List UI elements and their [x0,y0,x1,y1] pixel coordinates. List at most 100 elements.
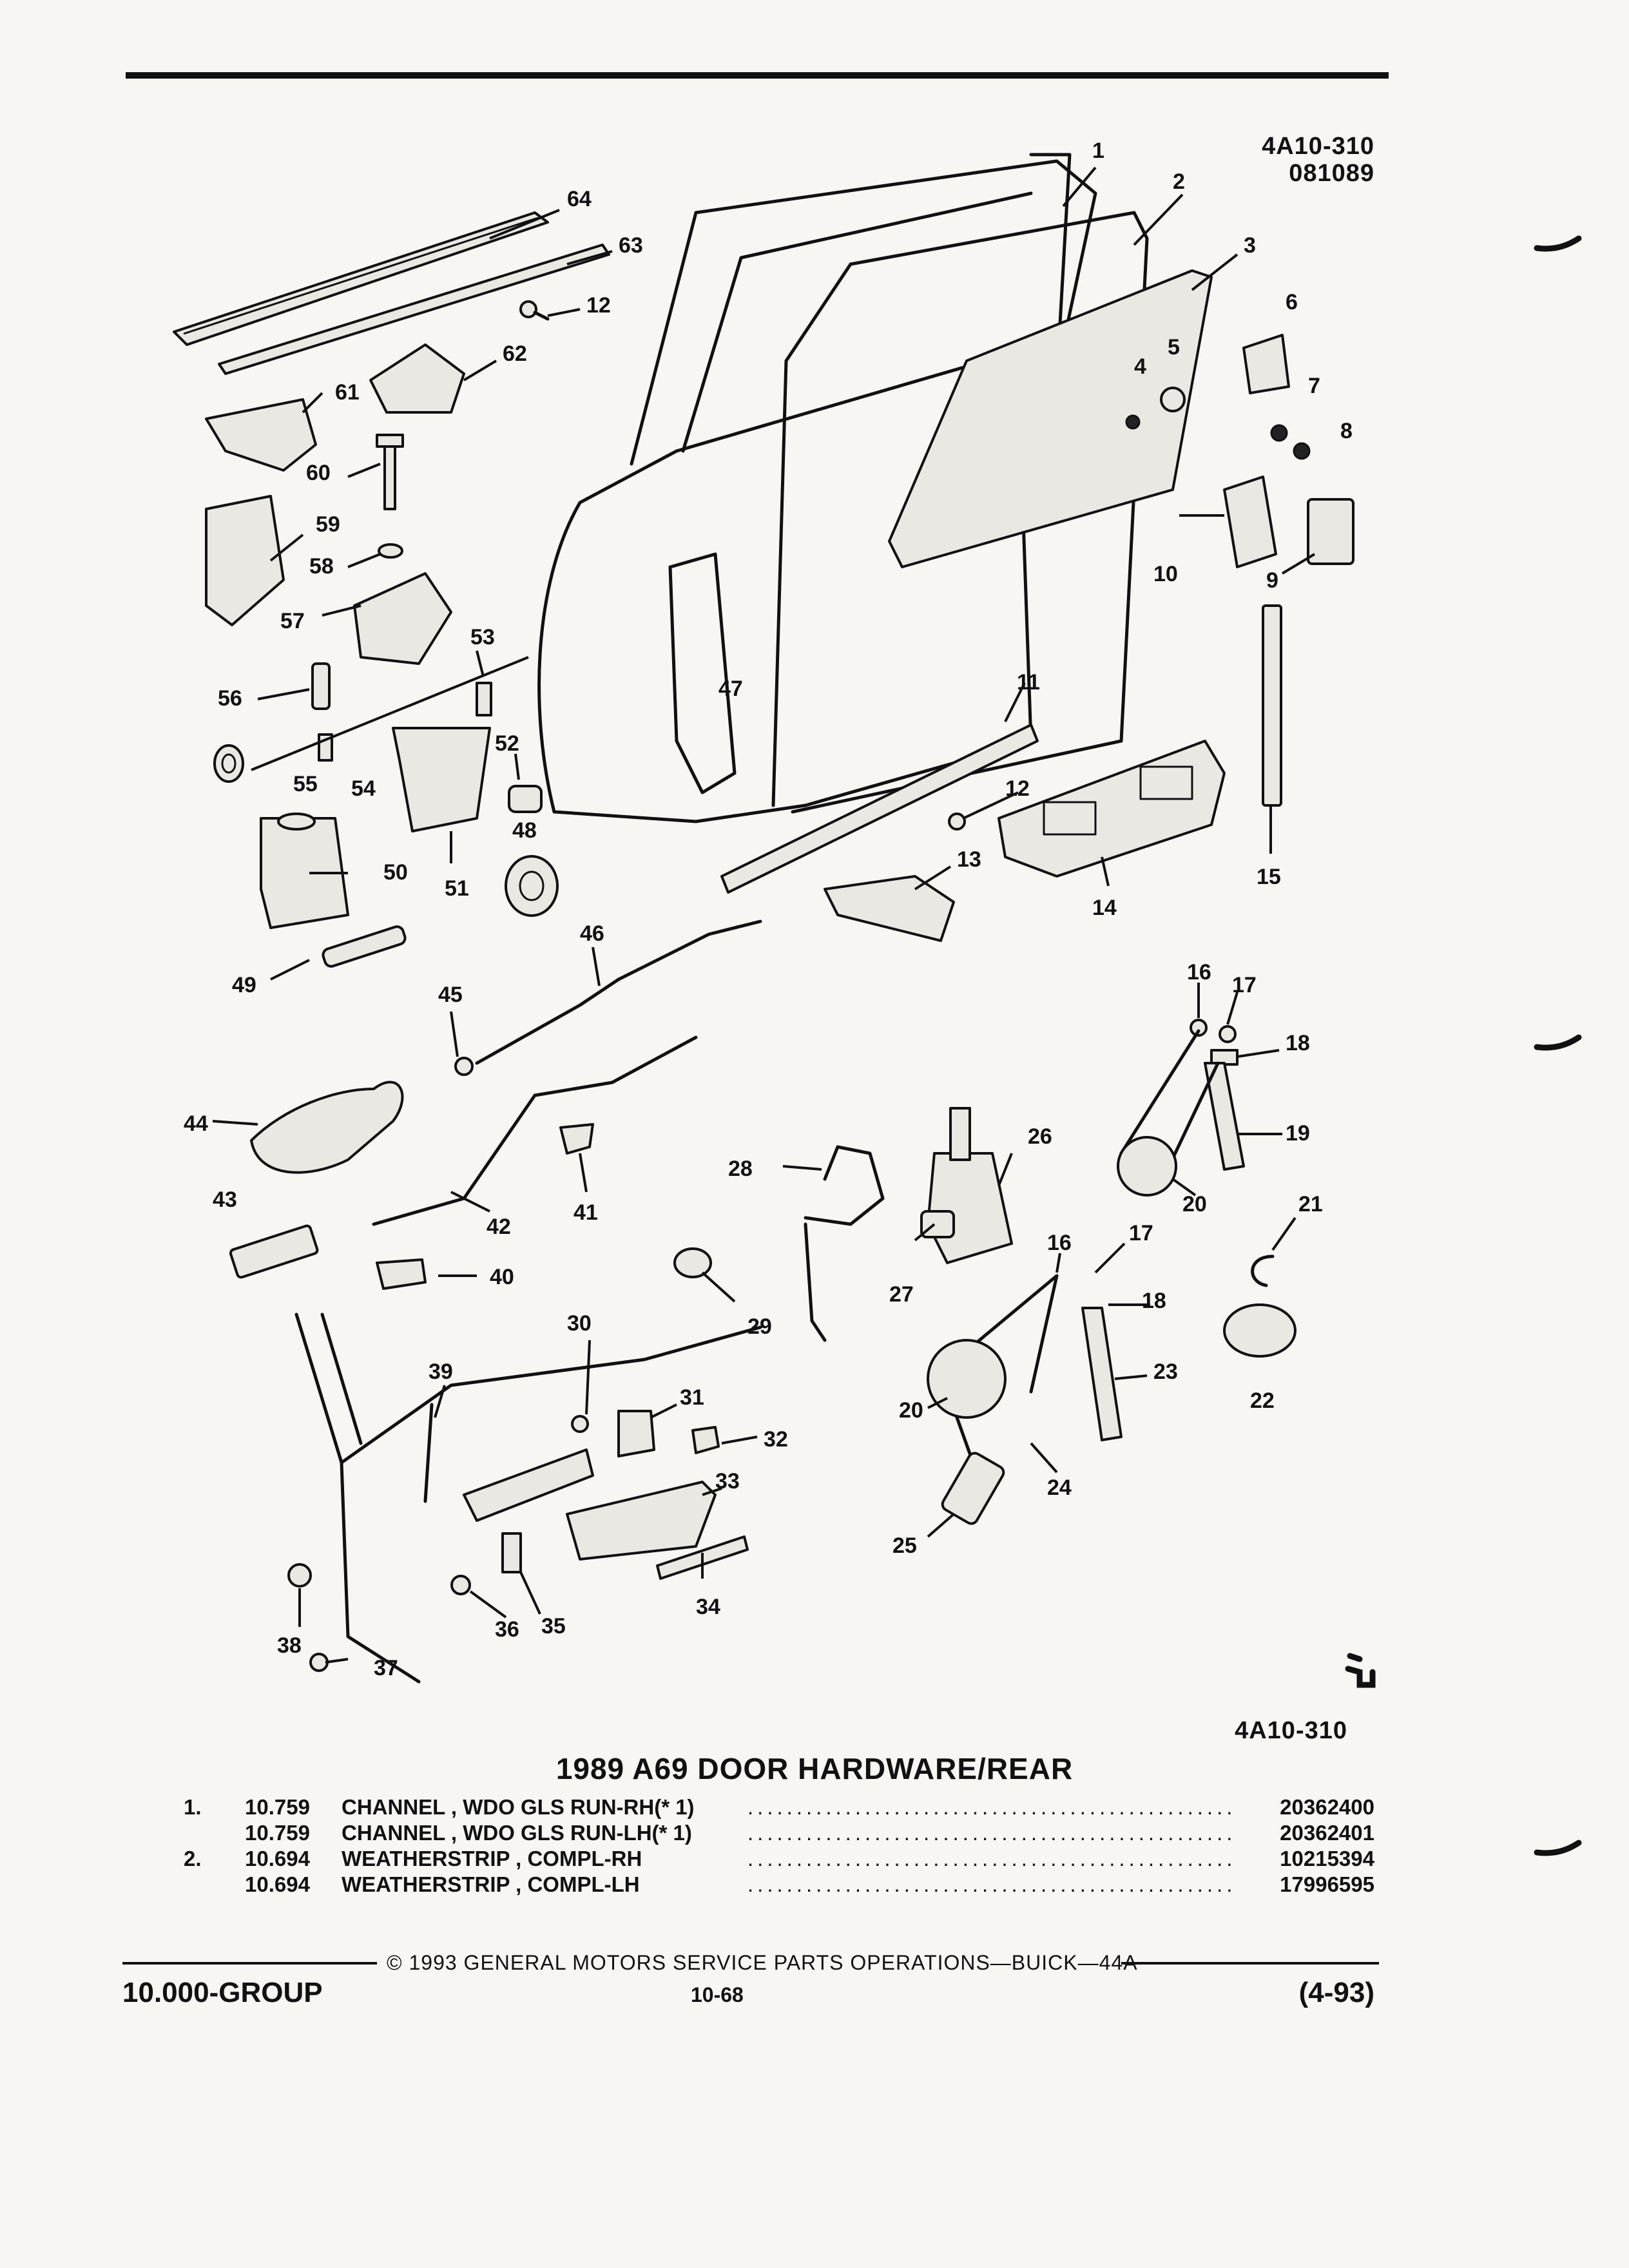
callout-11: 11 [1017,670,1040,695]
leader-dots: ........................................… [747,1847,1237,1870]
part-35-spring [501,1532,522,1573]
callout-13: 13 [957,847,981,872]
part-8-nut [1293,442,1311,460]
callout-16b: 16 [1047,1231,1072,1255]
callout-4: 4 [1134,354,1146,379]
callout-1: 1 [1092,139,1104,163]
part-number: 20362401 [1280,1821,1374,1845]
revision-date: (4-93) [1298,1977,1374,2008]
callout-labels: 1 2 3 4 5 6 7 8 9 10 11 12 12 13 14 15 1… [184,139,1353,1680]
callout-41: 41 [574,1200,598,1225]
part-16-roller [1190,1019,1208,1037]
part-64-rail [173,211,549,346]
part-27-motor [920,1210,955,1238]
callout-30: 30 [567,1311,592,1336]
page-number: 10-68 [691,1983,744,2006]
part-12-screw-mid [948,812,966,831]
callout-39: 39 [429,1360,453,1384]
callout-16a: 16 [1187,960,1211,985]
parts-row: 2. 10.694 WEATHERSTRIP , COMPL-RH ......… [0,1847,1629,1872]
part-62-bracket [369,343,465,414]
part-29-plug [673,1247,712,1278]
callout-38: 38 [277,1633,302,1658]
part-49-lock-cylinder [322,925,407,968]
footer-rule-right [1121,1962,1379,1965]
part-61-bracket [205,398,317,472]
callout-19: 19 [1286,1121,1310,1146]
reference-mark-icon [1345,1653,1376,1688]
callout-47: 47 [718,677,743,701]
leader-dots: ........................................… [747,1795,1237,1819]
leader-lines [212,166,1316,1664]
part-7-nut [1270,424,1288,442]
part-number: 10215394 [1280,1847,1374,1870]
callout-23: 23 [1153,1360,1178,1384]
part-1-channel [1029,153,1072,382]
part-43-rod-end [229,1224,319,1279]
part-33-handle [566,1481,717,1561]
callout-45: 45 [438,983,463,1007]
part-2-weatherstrip [771,211,1149,814]
callout-40: 40 [490,1265,514,1289]
callout-60: 60 [306,461,331,485]
part-22-crank [1223,1303,1296,1358]
part-63-rail [218,244,610,375]
group-label: 10.000-GROUP [122,1977,323,2008]
callout-52: 52 [495,731,519,756]
callout-56: 56 [218,686,242,711]
callout-53: 53 [470,625,495,649]
part-57-hinge [353,572,452,665]
callout-8: 8 [1340,419,1353,443]
part-46-rod [475,919,762,1065]
footer-rule-left [122,1962,377,1965]
callout-48: 48 [512,818,537,843]
callout-34: 34 [696,1595,720,1619]
callout-26: 26 [1028,1124,1052,1149]
part-11-sill [720,724,1039,894]
callout-27: 27 [889,1282,914,1307]
part-15-strip [1262,604,1282,807]
part-31-bracket [617,1410,655,1457]
part-58-washer [378,543,403,559]
callout-24: 24 [1047,1475,1072,1500]
callout-22: 22 [1250,1389,1275,1413]
part-5-washer [1160,387,1186,412]
copyright-notice: © 1993 GENERAL MOTORS SERVICE PARTS OPER… [387,1951,1138,1974]
callout-21: 21 [1298,1192,1323,1216]
callout-42: 42 [487,1215,511,1239]
callout-28: 28 [728,1157,753,1181]
part-20-regulator [1117,1029,1220,1196]
part-45-clip [454,1057,474,1076]
callout-9: 9 [1266,568,1278,593]
callout-20a: 20 [1182,1192,1207,1216]
part-32-clip [691,1426,720,1454]
leader-dots: ........................................… [747,1821,1237,1845]
callout-54: 54 [351,776,376,801]
parts-row: 10.759 CHANNEL , WDO GLS RUN-LH(* 1) ...… [0,1821,1629,1847]
part-number: 20362400 [1280,1795,1374,1819]
callout-6: 6 [1286,290,1298,314]
part-38-grommet [287,1563,312,1588]
callout-43: 43 [213,1187,237,1212]
exploded-parts-diagram: 1 2 3 4 5 6 7 8 9 10 11 12 12 13 14 15 1… [173,139,1376,1688]
part-description: CHANNEL , WDO GLS RUN-LH(* 1) [342,1821,692,1845]
part-13-bracket [824,875,955,942]
part-17-clip [1219,1025,1237,1043]
callout-44: 44 [184,1111,208,1136]
part-10-handle [1223,476,1277,568]
callout-29: 29 [747,1314,772,1339]
part-50-latch [260,812,349,929]
part-47-module [668,552,737,794]
callout-10: 10 [1153,562,1178,586]
part-25-motor [941,1452,1005,1525]
part-30-screw [571,1415,589,1433]
callout-3: 3 [1244,233,1256,258]
callout-2: 2 [1173,169,1185,194]
callout-46: 46 [580,921,604,946]
part-23-rail [1081,1307,1123,1441]
callout-18b: 18 [1142,1289,1166,1313]
callout-62: 62 [503,341,527,366]
part-21-clip [1251,1254,1275,1287]
figure-code-top: 4A10-310 [1262,133,1374,160]
leader-dots: ........................................… [747,1872,1237,1896]
